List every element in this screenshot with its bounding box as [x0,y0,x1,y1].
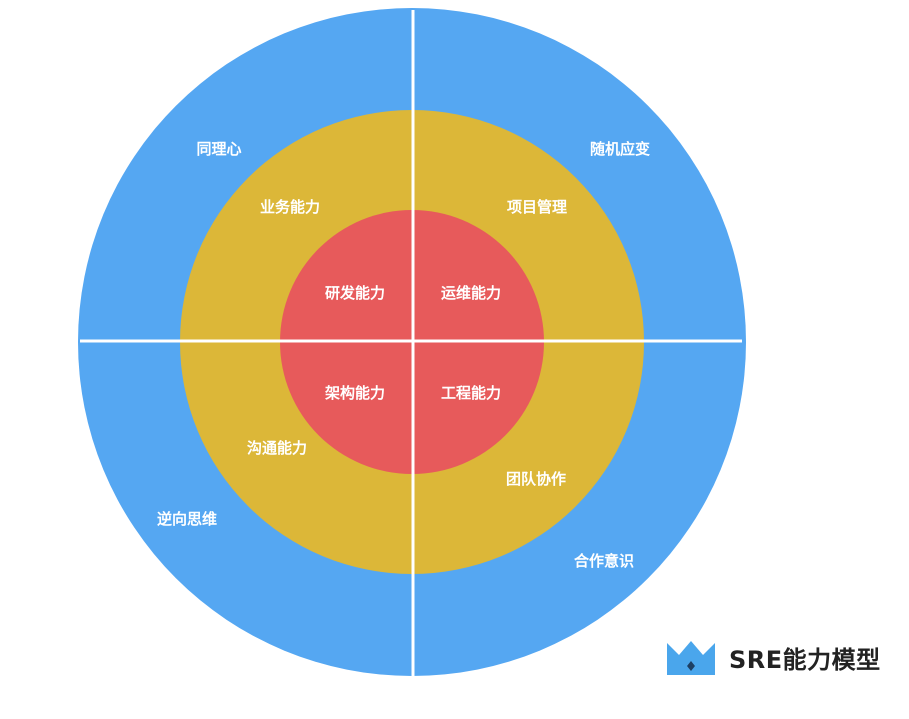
inner-label-architecture: 架构能力 [324,384,385,402]
inner-label-development: 研发能力 [325,284,385,302]
middle-label-teamwork: 团队协作 [506,470,566,488]
outer-label-adaptability: 随机应变 [590,140,650,158]
inner-label-engineering: 工程能力 [441,384,501,402]
outer-label-reverse-thinking: 逆向思维 [157,510,217,528]
outer-label-cooperation: 合作意识 [573,552,634,570]
outer-label-empathy: 同理心 [196,140,241,158]
crown-icon [667,641,715,675]
inner-label-operations: 运维能力 [441,284,501,302]
middle-label-communication: 沟通能力 [247,439,307,457]
brand-title: SRE能力模型 [729,645,881,674]
brand-mark: SRE能力模型 [665,636,881,678]
middle-label-business: 业务能力 [260,198,320,216]
middle-label-project-management: 项目管理 [507,198,567,216]
